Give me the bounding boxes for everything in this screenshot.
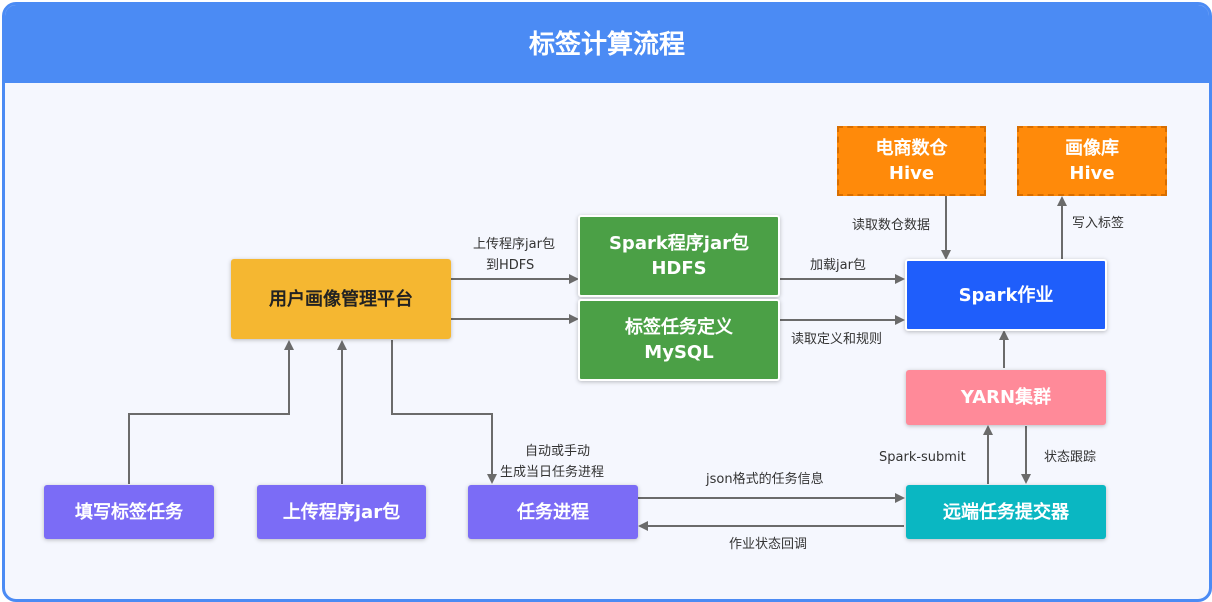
edge-label-json-info: json格式的任务信息 [706,472,824,487]
node-tag-def-line1: 标签任务定义 [625,317,733,338]
edge-label-upload-hdfs-line1: 上传程序jar包 [473,237,555,252]
edge-label-auto-manual: 自动或手动 生成当日任务进程 [500,441,604,483]
node-tag-def-line2: MySQL [644,342,714,363]
node-tag-definition-mysql: 标签任务定义 MySQL [578,299,780,381]
edge-label-read-definition: 读取定义和规则 [791,332,883,347]
node-profile-line2: Hive [1069,163,1115,184]
node-profile-platform: 用户画像管理平台 [231,259,451,339]
node-spark-jar-line2: HDFS [651,258,707,279]
node-profile-store-hive: 画像库 Hive [1017,126,1167,196]
node-upload-jar: 上传程序jar包 [257,485,426,539]
node-upload-jar-label: 上传程序jar包 [282,501,401,523]
node-profile-platform-label: 用户画像管理平台 [269,288,413,310]
node-spark-job-label: Spark作业 [958,284,1054,306]
node-yarn-cluster: YARN集群 [906,370,1106,425]
node-spark-job: Spark作业 [905,259,1107,331]
edge-label-write-tag: 写入标签 [1072,216,1125,231]
node-fill-tag-task: 填写标签任务 [44,485,214,539]
node-spark-jar-line1: Spark程序jar包 [608,233,750,254]
edge-label-auto-manual-line2: 生成当日任务进程 [500,465,605,480]
edge-label-auto-manual-line1: 自动或手动 [525,444,591,459]
edge-label-status-track: 状态跟踪 [1044,450,1097,465]
node-remote-submitter-label: 远端任务提交器 [943,501,1069,523]
edge-label-upload-hdfs: 上传程序jar包 到HDFS [466,234,562,276]
node-yarn-cluster-label: YARN集群 [960,387,1052,408]
diagram-title: 标签计算流程 [5,5,1209,83]
node-ecom-line2: Hive [888,163,935,184]
node-ecom-line1: 电商数仓 [875,138,948,159]
edge-label-load-jar: 加载jar包 [810,258,866,273]
edge-label-read-warehouse: 读取数仓数据 [852,218,931,233]
node-profile-line1: 画像库 [1065,138,1119,159]
edge-label-spark-submit: Spark-submit [879,450,966,465]
node-task-process-label: 任务进程 [517,501,589,523]
edge-fill-to-platform [128,340,294,484]
node-spark-jar-hdfs: Spark程序jar包 HDFS [578,215,780,297]
node-ecommerce-warehouse-hive: 电商数仓 Hive [837,126,986,196]
edge-label-status-callback: 作业状态回调 [729,537,808,552]
node-task-process: 任务进程 [468,485,638,539]
edge-label-upload-hdfs-line2: 到HDFS [486,258,535,273]
node-fill-tag-task-label: 填写标签任务 [75,501,183,523]
node-remote-submitter: 远端任务提交器 [906,485,1106,539]
edge-platform-to-process [391,340,497,484]
